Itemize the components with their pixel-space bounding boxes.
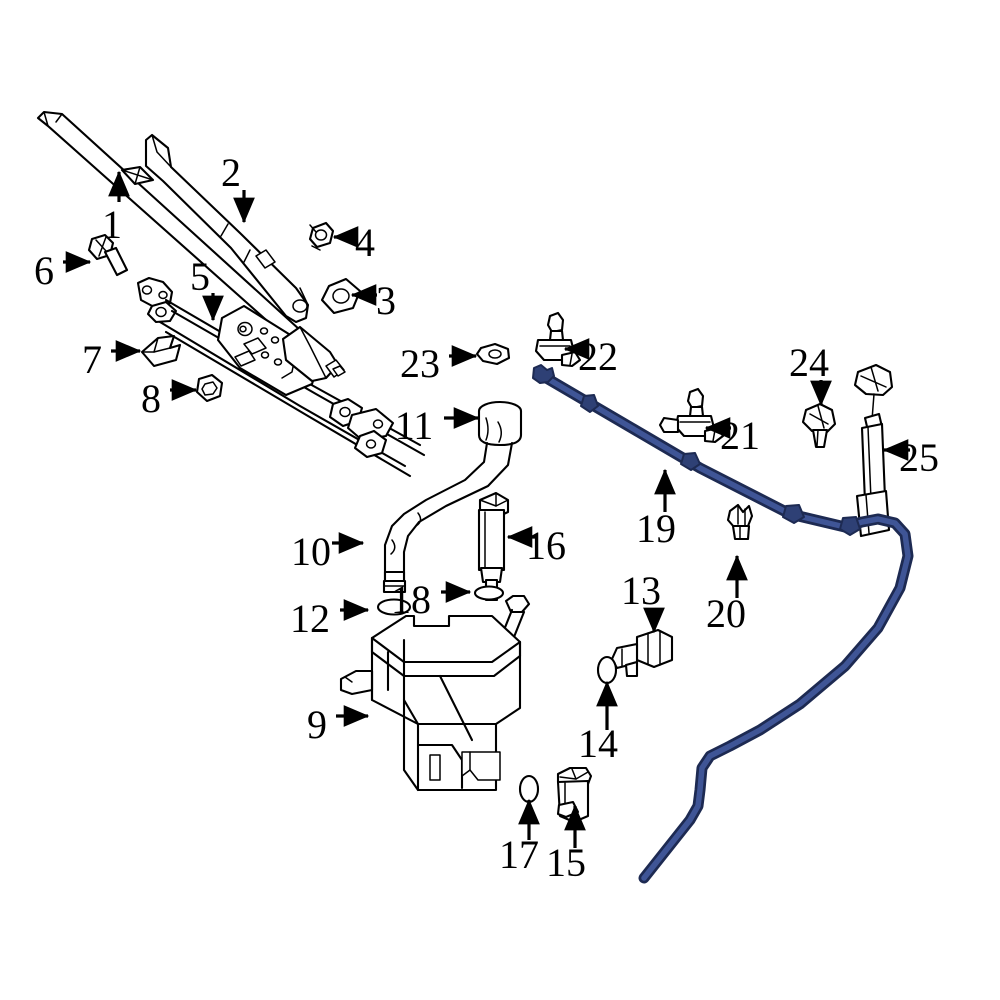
part-wiper-arm-cap-square [320,277,362,315]
callout-9: 9 [307,702,370,747]
part-washer-nozzle [534,311,582,368]
callout-number-21: 21 [720,413,760,458]
part-pump-grommet [518,774,540,804]
part-reservoir-grommet [376,598,412,616]
part-wiper-arm-nut-cover [308,221,335,251]
part-filler-neck [382,441,514,594]
callout-16: 16 [506,523,566,568]
callout-20: 20 [706,554,748,636]
part-filler-neck-grommet [473,585,505,601]
callout-8: 8 [141,376,198,421]
part-washer-fluid-hose-highlighted [532,364,914,884]
callout-10: 10 [291,529,365,574]
callout-15: 15 [546,804,586,885]
callout-number-15: 15 [546,840,586,885]
part-wiper-arm-bolt [87,233,129,277]
callout-number-9: 9 [307,702,327,747]
part-wiper-motor-linkage [136,276,426,478]
callout-number-19: 19 [636,506,676,551]
callout-12: 12 [290,596,370,641]
part-linkage-nut [195,373,224,403]
callout-25: 25 [882,435,939,480]
callout-1: 1 [102,170,130,247]
callout-number-2: 2 [221,150,241,195]
callout-22: 22 [563,334,618,379]
callout-18: 18 [391,577,472,622]
part-nozzle-retaining-clip [475,342,511,366]
callout-13: 13 [621,568,665,634]
callout-number-16: 16 [526,523,566,568]
part-headlamp-washer-pump [477,491,510,602]
callout-2: 2 [221,150,255,224]
callout-number-24: 24 [789,340,829,385]
callout-number-10: 10 [291,529,331,574]
callout-19: 19 [636,468,676,551]
callout-number-5: 5 [190,254,210,299]
callout-14: 14 [578,680,618,766]
part-reservoir-cap [477,400,523,447]
part-washer-hose-connector [726,503,754,541]
callout-number-22: 22 [578,334,618,379]
callout-6: 6 [34,248,92,293]
part-linkage-cover [140,334,182,368]
callout-number-25: 25 [899,435,939,480]
callout-5: 5 [190,254,224,322]
callout-11: 11 [395,403,480,448]
part-washer-fluid-reservoir [339,594,531,792]
callout-number-11: 11 [395,403,434,448]
callout-number-13: 13 [621,568,661,613]
part-wiper-arm [144,133,310,324]
callout-number-17: 17 [499,832,539,877]
callout-number-12: 12 [290,596,330,641]
callout-number-18: 18 [391,577,431,622]
callout-17: 17 [499,798,540,877]
callout-23: 23 [400,341,478,386]
callout-number-3: 3 [376,278,396,323]
callout-3: 3 [350,278,396,323]
callout-number-14: 14 [578,721,618,766]
callout-number-8: 8 [141,376,161,421]
part-headlamp-washer-nozzle [801,402,837,449]
callout-21: 21 [704,413,760,458]
part-washer-nozzle-heated [658,387,725,444]
callout-number-7: 7 [82,337,102,382]
callout-7: 7 [82,337,142,382]
callout-number-20: 20 [706,591,746,636]
part-sensor-grommet [596,655,618,685]
callout-24: 24 [789,340,832,407]
callout-number-4: 4 [355,220,375,265]
callout-number-6: 6 [34,248,54,293]
callout-number-23: 23 [400,341,440,386]
callout-4: 4 [332,220,375,265]
callout-number-1: 1 [102,202,122,247]
part-fluid-level-sensor [610,628,674,678]
